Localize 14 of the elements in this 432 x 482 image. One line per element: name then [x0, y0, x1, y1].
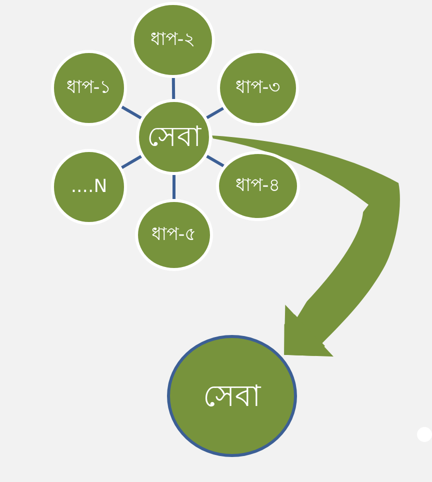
step-circle: ধাপ-৪ — [216, 151, 300, 221]
connector-line — [206, 154, 224, 168]
connector-line — [172, 78, 176, 100]
step-circle: ধাপ-২ — [131, 2, 215, 78]
step-circle: ধাপ-৩ — [217, 50, 299, 126]
connector-line — [206, 106, 224, 120]
large-circle: সেবা — [167, 335, 297, 457]
step-circle: ধাপ-৫ — [135, 199, 213, 271]
connector-line — [172, 175, 176, 199]
connector-line — [121, 154, 142, 170]
step-circle: ....N — [51, 149, 127, 225]
connector-line — [121, 106, 142, 120]
step-circle: ধাপ-১ — [51, 50, 127, 126]
center-circle: সেবা — [136, 99, 212, 175]
